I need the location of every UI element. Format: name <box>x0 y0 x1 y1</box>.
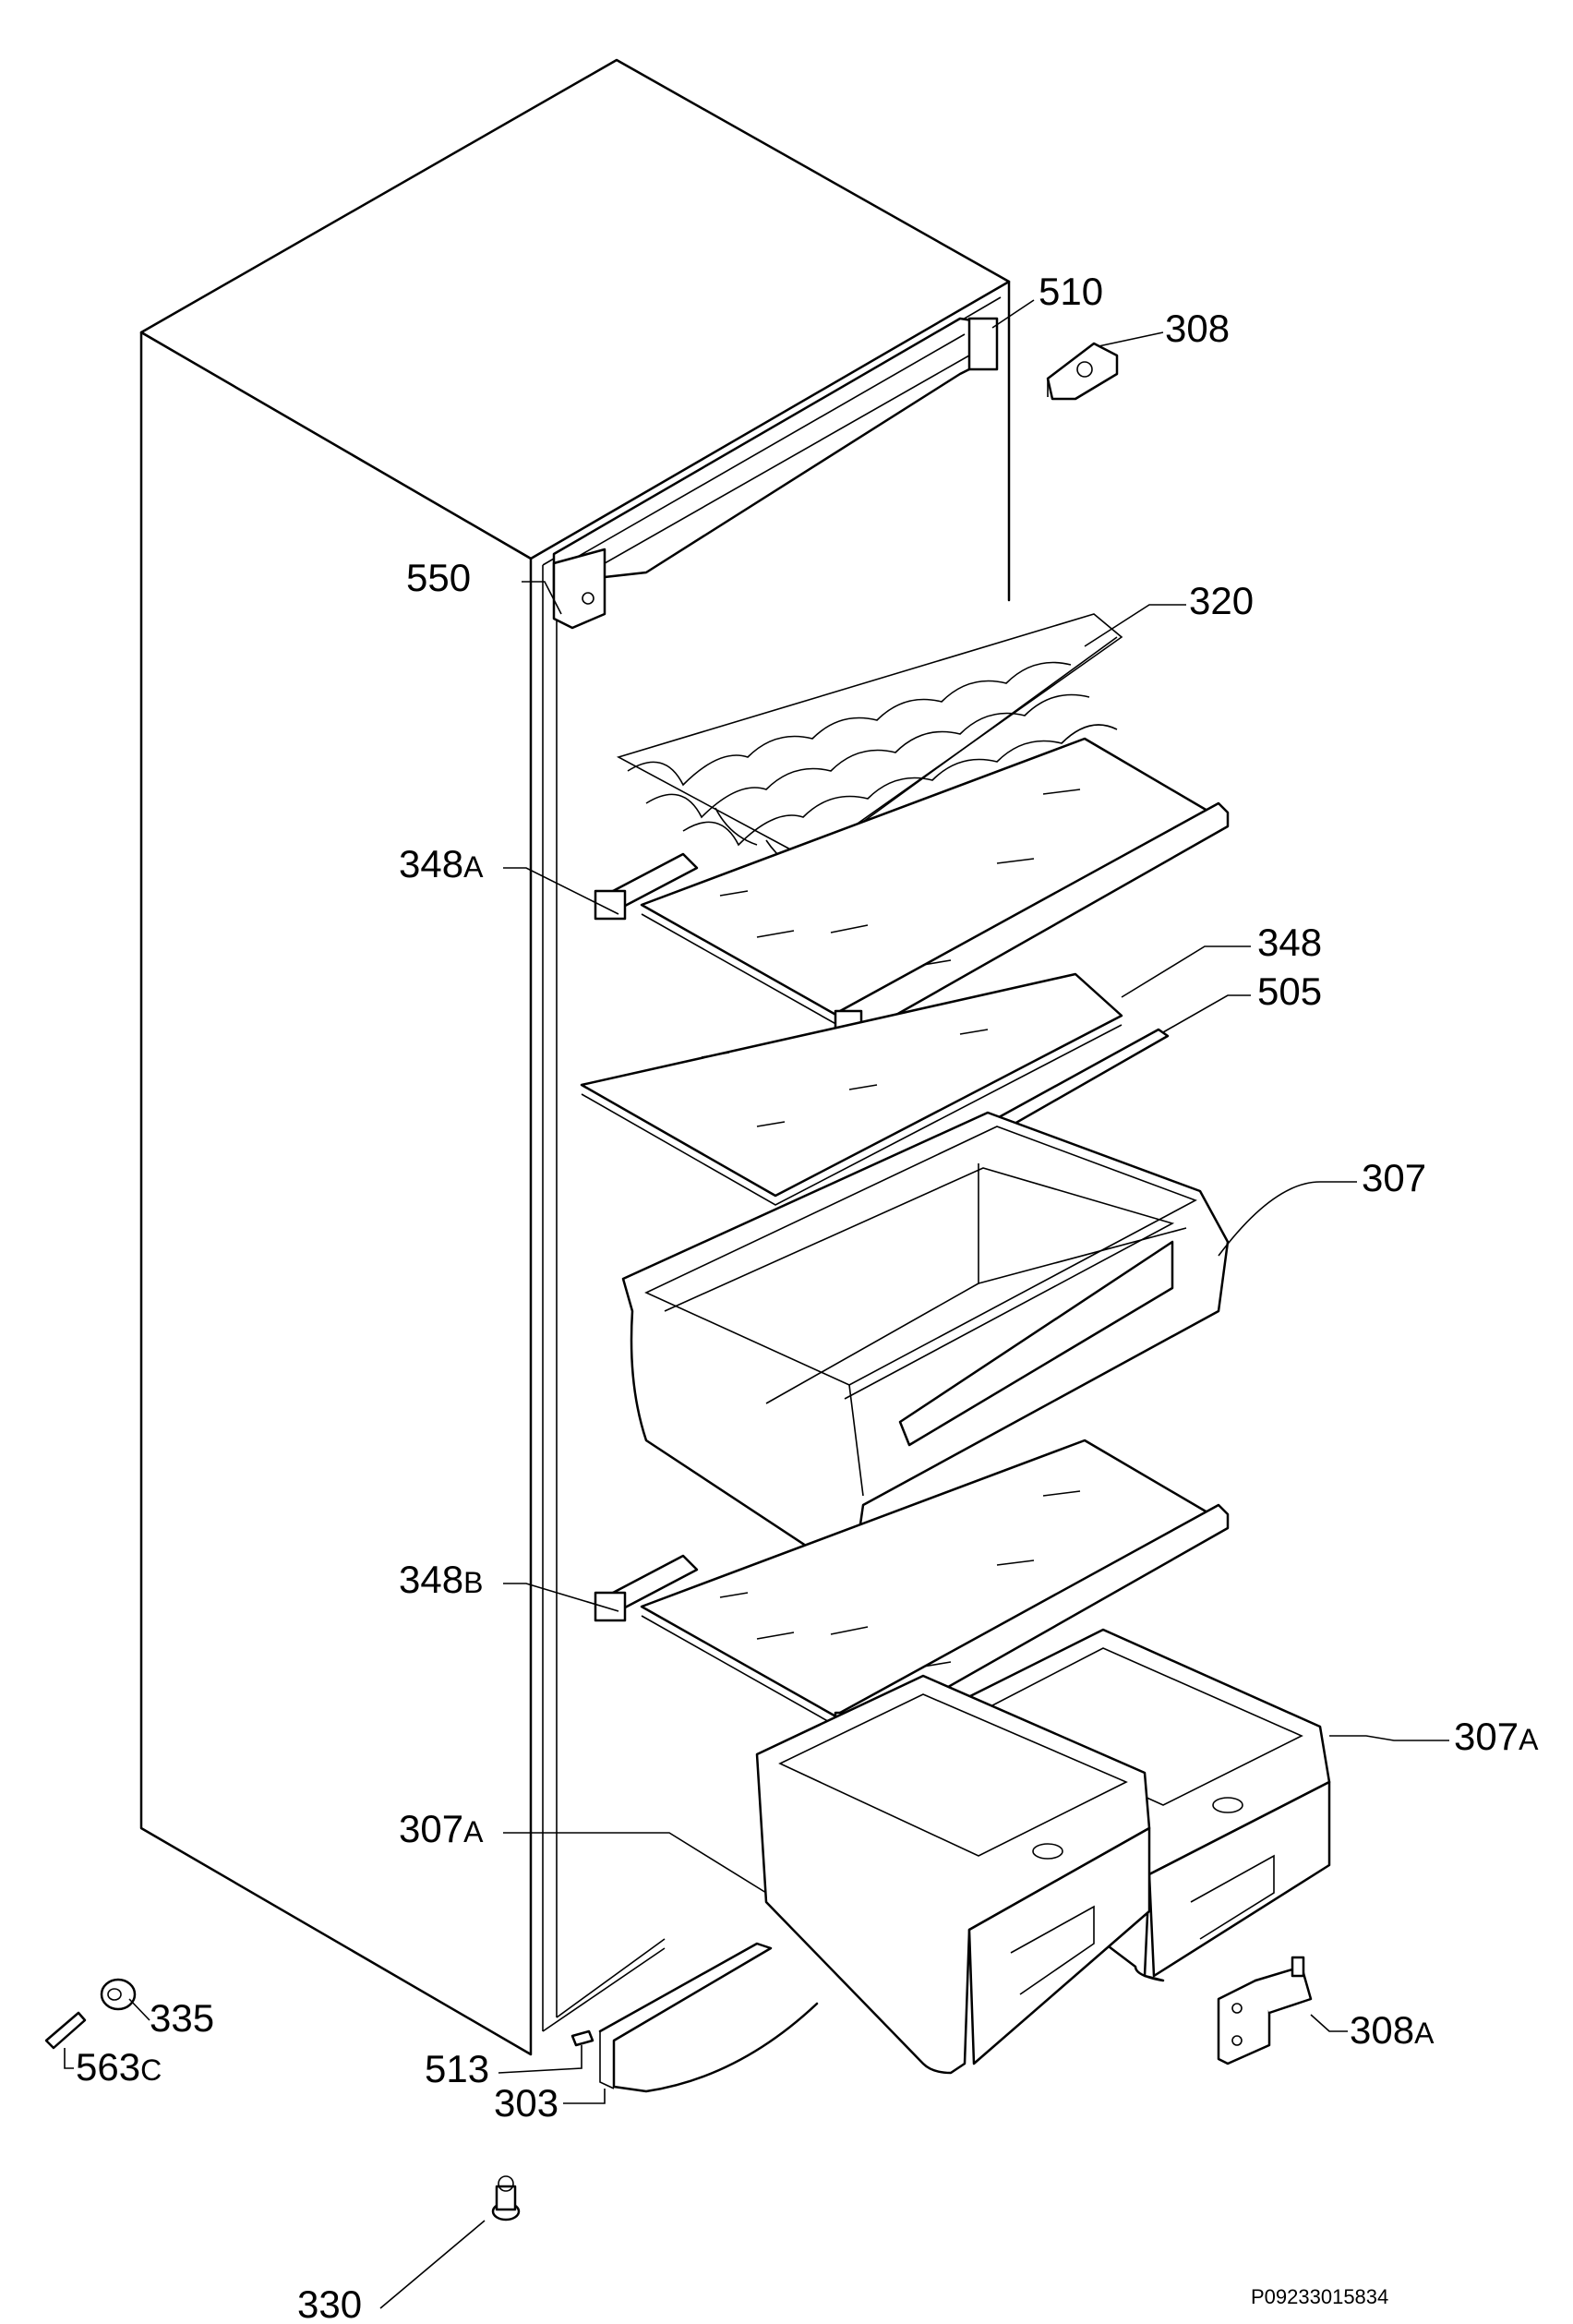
pin-563c <box>44 2011 87 2050</box>
callout-563c: 563C <box>76 2045 162 2089</box>
callout-513: 513 <box>425 2047 489 2090</box>
callout-550: 550 <box>406 556 471 599</box>
wine-rack <box>616 613 1123 873</box>
callout-308a: 308A <box>1350 2008 1435 2052</box>
callout-348b: 348B <box>399 1558 483 1601</box>
callout-505: 505 <box>1257 969 1322 1013</box>
callout-308: 308 <box>1165 307 1230 350</box>
glass-shelf-348 <box>580 972 1123 1206</box>
callout-330: 330 <box>297 2282 362 2324</box>
bushing-335 <box>100 1978 137 2011</box>
leader-lines <box>64 299 1449 2309</box>
vegetable-bin-left <box>755 1674 1151 2075</box>
callout-348: 348 <box>1257 921 1322 964</box>
callout-320: 320 <box>1189 579 1254 622</box>
callout-307a-right: 307A <box>1454 1715 1539 1758</box>
adjustable-foot-330 <box>491 2175 521 2222</box>
plinth-303 <box>598 1942 819 2093</box>
callout-510: 510 <box>1039 270 1103 313</box>
callout-335: 335 <box>150 1996 214 2040</box>
crisper-drawer-307 <box>621 1111 1230 1576</box>
callout-307a-left: 307A <box>399 1807 484 1850</box>
top-hinge-308 <box>1046 342 1119 401</box>
callout-348a: 348A <box>399 842 484 885</box>
cabinet-body <box>139 58 1011 2056</box>
drawing-reference: P09233015834 <box>1251 2285 1388 2308</box>
glass-shelf-348a <box>594 737 1230 1041</box>
hinge-550 <box>552 548 606 630</box>
lower-hinge-308a <box>1217 1956 1313 2065</box>
callout-307: 307 <box>1362 1156 1426 1199</box>
clip-513 <box>570 2029 594 2047</box>
callout-303: 303 <box>494 2081 558 2125</box>
